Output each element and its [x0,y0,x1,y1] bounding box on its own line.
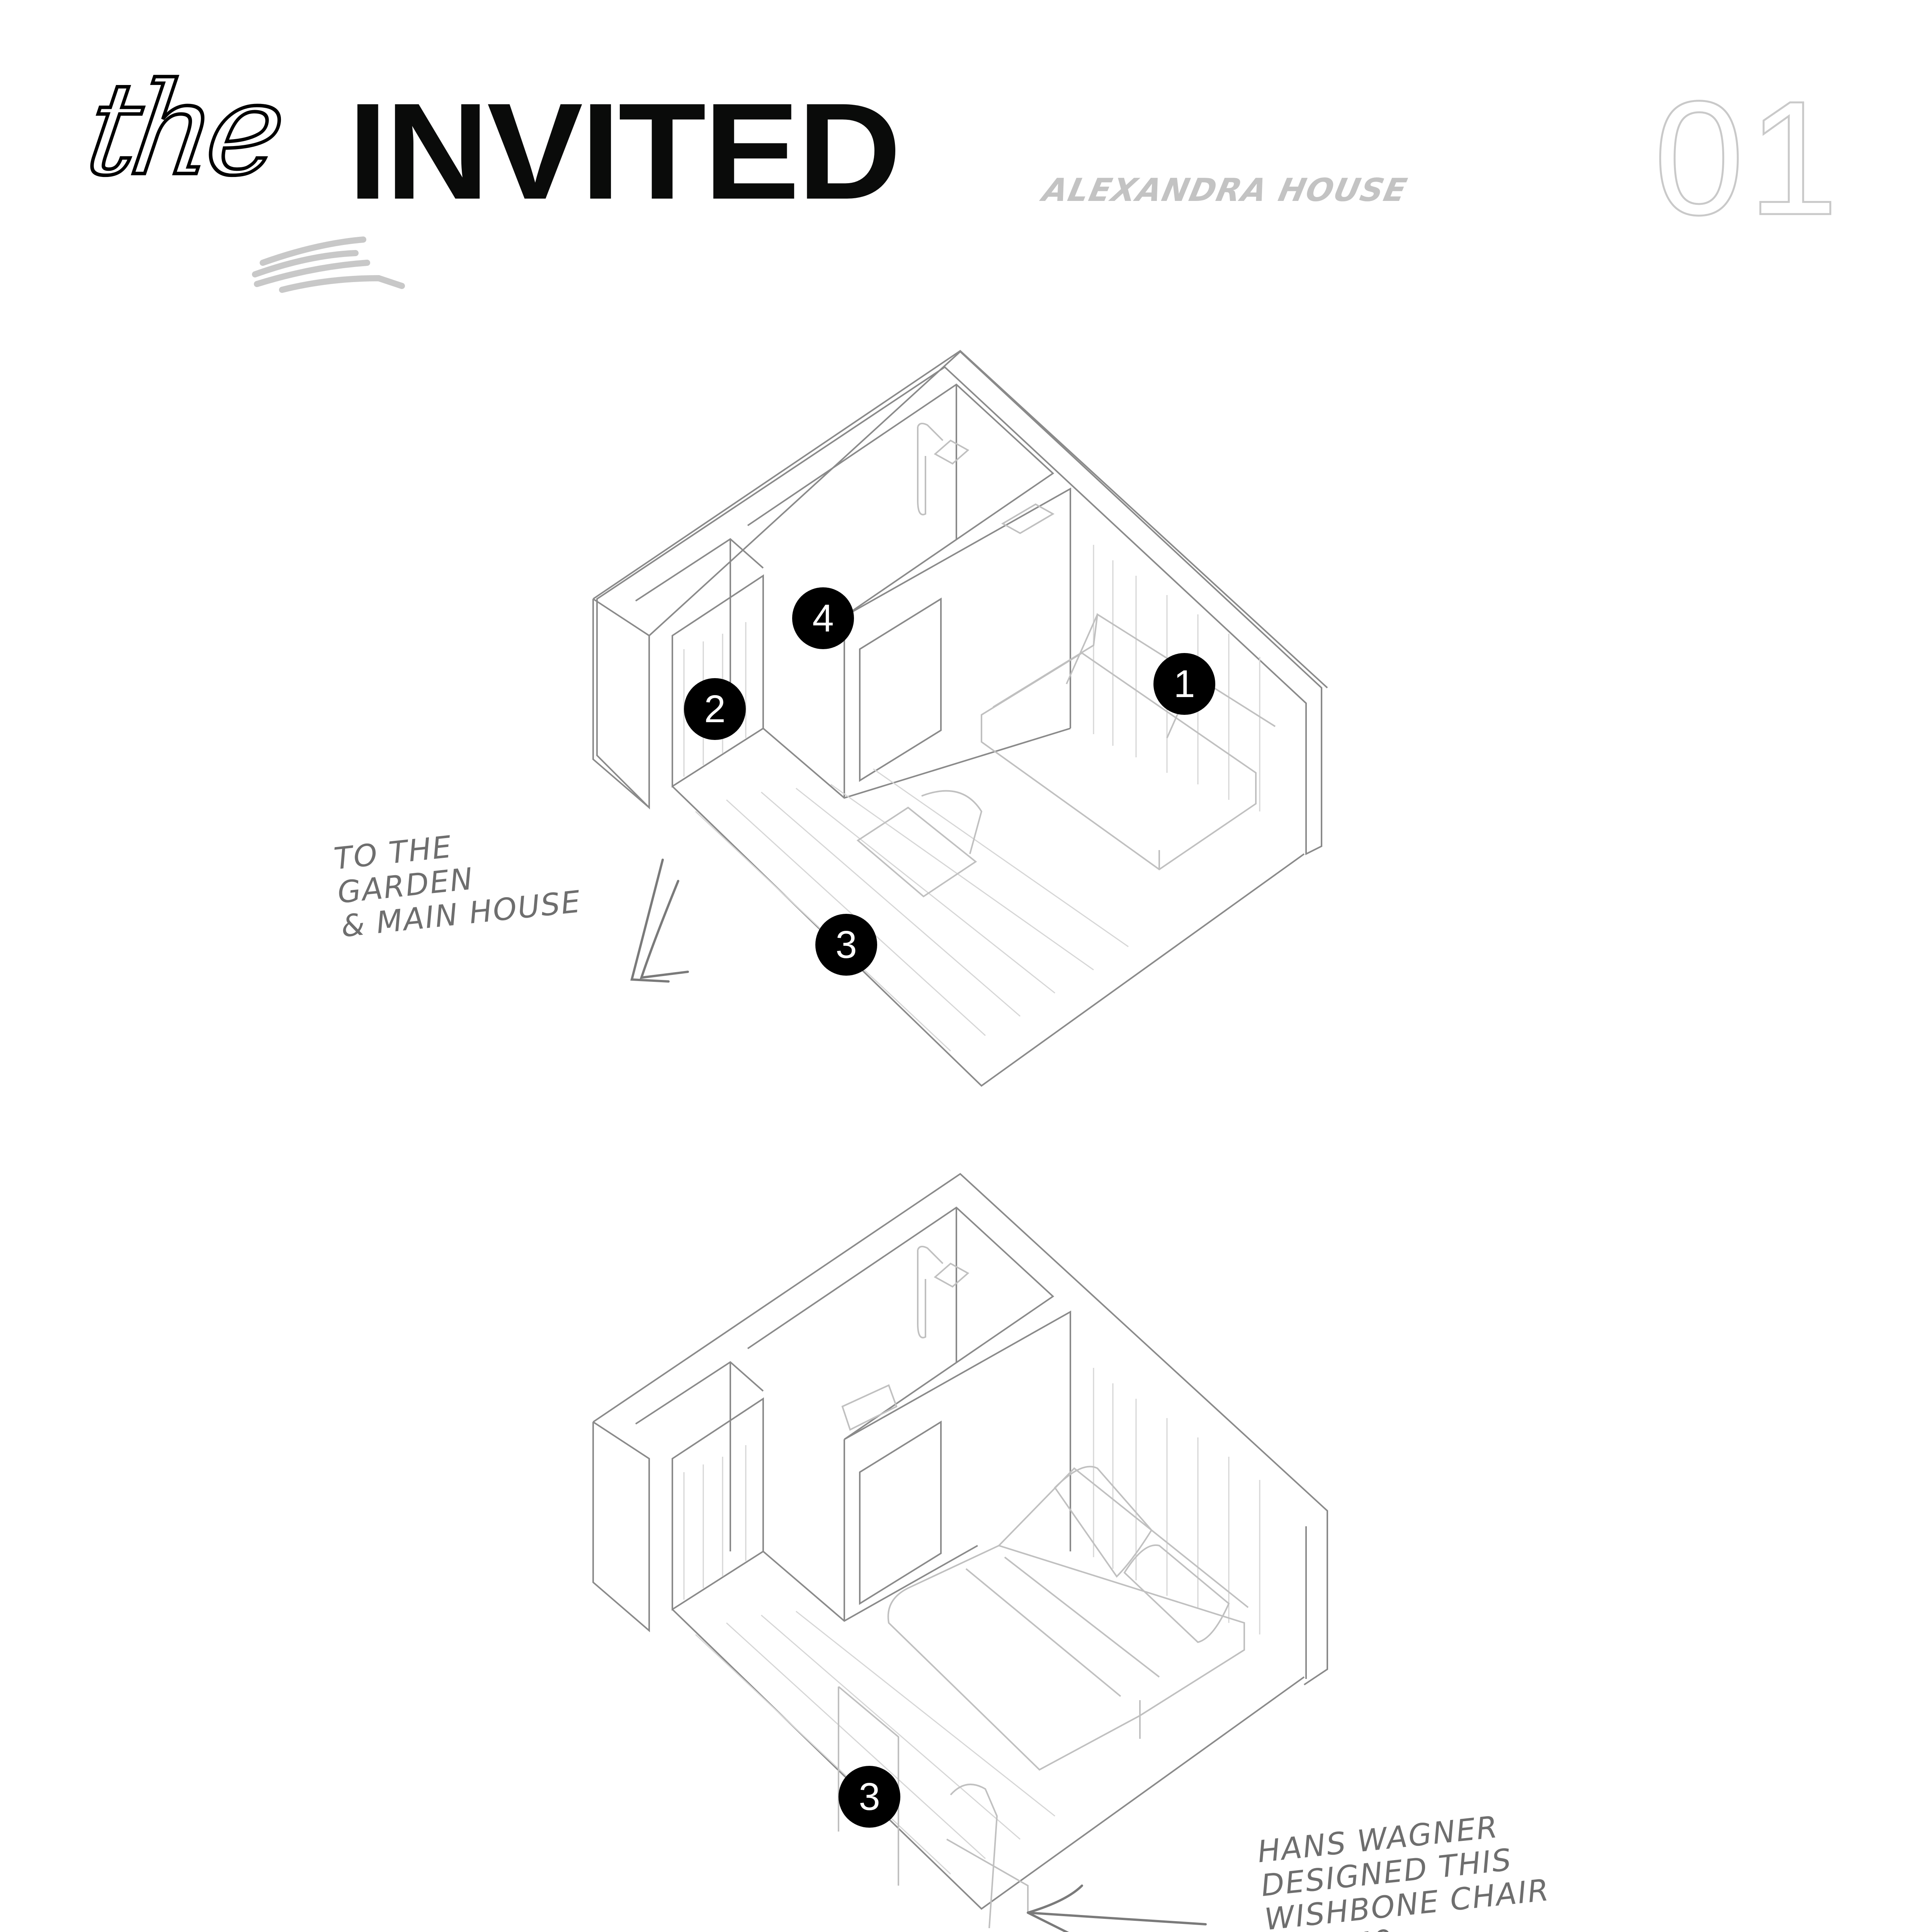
room-diagram-bed-mode [592,1173,1328,1932]
marker-3-laptop-desk-bed-mode[interactable]: 3 [839,1766,900,1828]
room-diagram-sofa-mode [592,350,1328,1087]
house-name: ALEXANDRA HOUSE [1039,172,1411,209]
brand-wordmark: INVITED [348,75,902,228]
marker-3-laptop-desk[interactable]: 3 [815,914,877,976]
page-number: 01 [1653,68,1842,249]
note-to-garden: TO THE GARDEN & MAIN HOUSE [332,829,583,944]
scribble-decoration-icon [252,236,405,293]
marker-2-closet[interactable]: 2 [684,678,746,740]
marker-1-wall-bed[interactable]: 1 [1153,653,1215,715]
marker-4-hair-dryer[interactable]: 4 [792,587,854,649]
brand-script-the: the [77,54,289,206]
